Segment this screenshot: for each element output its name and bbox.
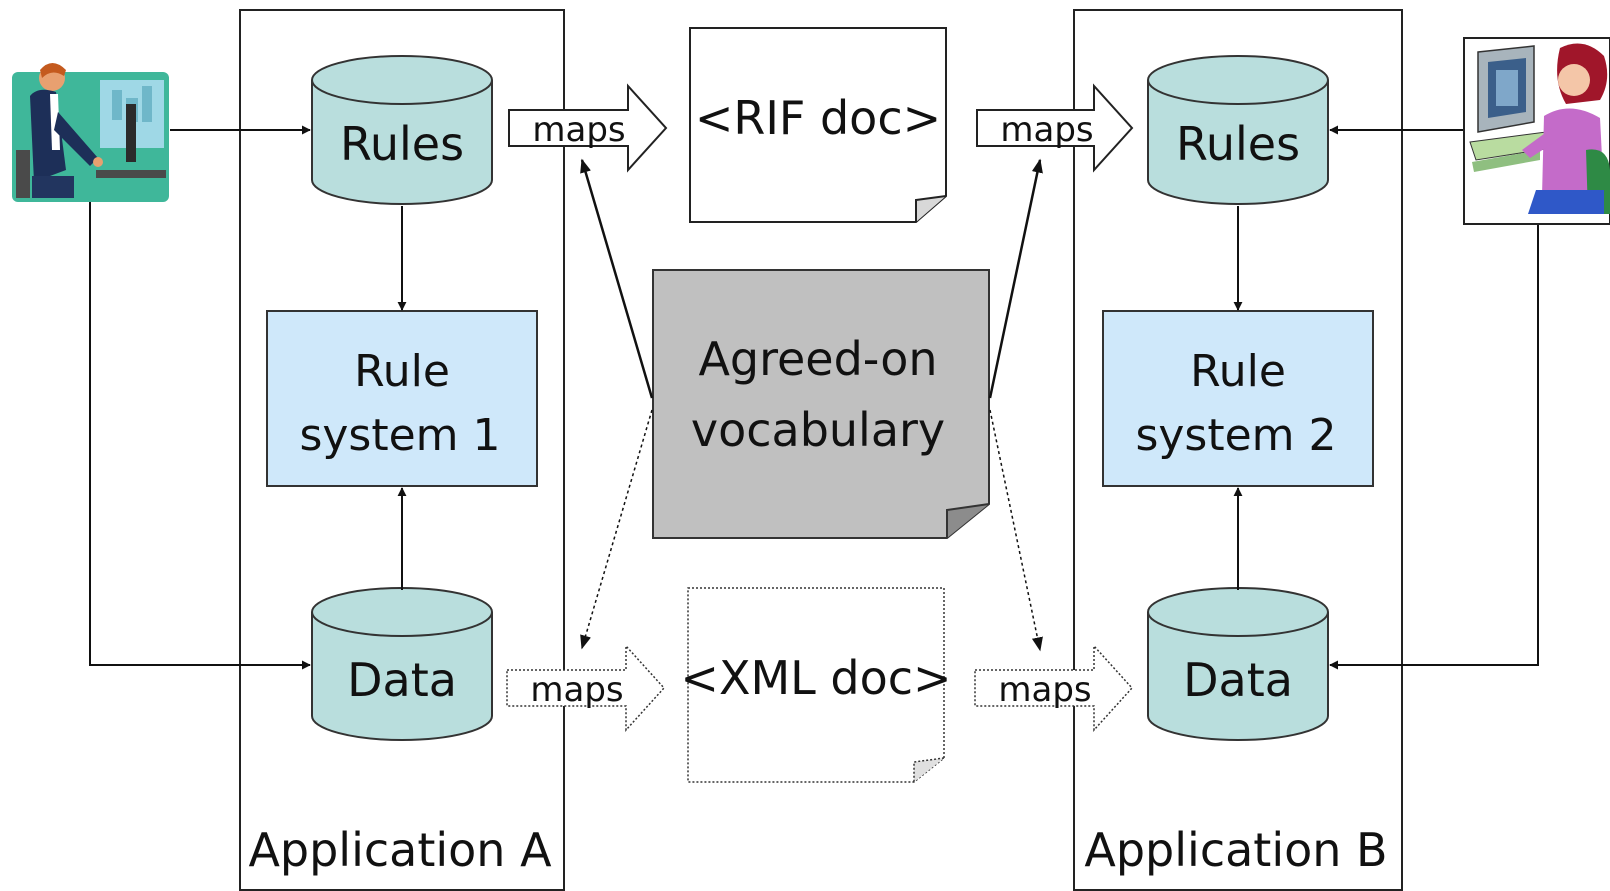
rule-system-1-line2: system 1	[299, 410, 500, 461]
maps-label-data-a: maps	[530, 670, 623, 710]
rules-label-a: Rules	[340, 117, 464, 171]
rule-system-2-line1: Rule	[1190, 346, 1286, 397]
application-a-label: Application A	[248, 823, 552, 877]
agreed-on-vocabulary-doc: Agreed-on vocabulary	[652, 269, 990, 539]
rif-doc: <RIF doc>	[689, 27, 947, 223]
data-cylinder-b: Data	[1147, 587, 1329, 741]
user-b-to-data-b-arrow	[1329, 225, 1539, 670]
maps-label-data-b: maps	[998, 670, 1091, 710]
vocabulary-to-maps-data-a-arrow	[580, 409, 653, 650]
rule-system-2-line2: system 2	[1135, 410, 1336, 461]
application-a-frame	[239, 9, 565, 891]
maps-arrow-data-b: maps	[974, 644, 1134, 732]
maps-arrow-rules-b: maps	[976, 83, 1134, 173]
rule-system-2-box: Rule system 2	[1102, 310, 1374, 487]
woman-at-computer-icon	[1463, 37, 1610, 225]
rule-system-1-box: Rule system 1	[266, 310, 538, 487]
vocabulary-to-maps-rules-a-arrow	[580, 158, 654, 399]
vocabulary-line2: vocabulary	[691, 403, 945, 457]
rif-doc-label: <RIF doc>	[695, 91, 941, 145]
rules-cylinder-a: Rules	[311, 55, 493, 205]
rule-system-1-line1: Rule	[354, 346, 450, 397]
data-label-b: Data	[1183, 653, 1293, 707]
man-at-computer-icon	[12, 63, 169, 202]
application-b-frame	[1073, 9, 1403, 891]
rules-label-b: Rules	[1176, 117, 1300, 171]
application-b-label: Application B	[1084, 823, 1387, 877]
vocabulary-line1: Agreed-on	[698, 332, 937, 386]
vocabulary-to-maps-data-b-arrow	[989, 409, 1043, 652]
maps-label-rules-a: maps	[532, 110, 625, 150]
xml-doc: <XML doc>	[680, 587, 952, 783]
rules-cylinder-b: Rules	[1147, 55, 1329, 205]
data-label-a: Data	[347, 653, 457, 707]
maps-label-rules-b: maps	[1000, 110, 1093, 150]
vocabulary-to-maps-rules-b-arrow	[988, 158, 1043, 399]
data-cylinder-a: Data	[311, 587, 493, 741]
user-a-to-data-a-arrow	[89, 202, 311, 670]
maps-arrow-data-a: maps	[506, 644, 666, 732]
maps-arrow-rules-a: maps	[508, 83, 668, 173]
xml-doc-label: <XML doc>	[680, 651, 951, 705]
